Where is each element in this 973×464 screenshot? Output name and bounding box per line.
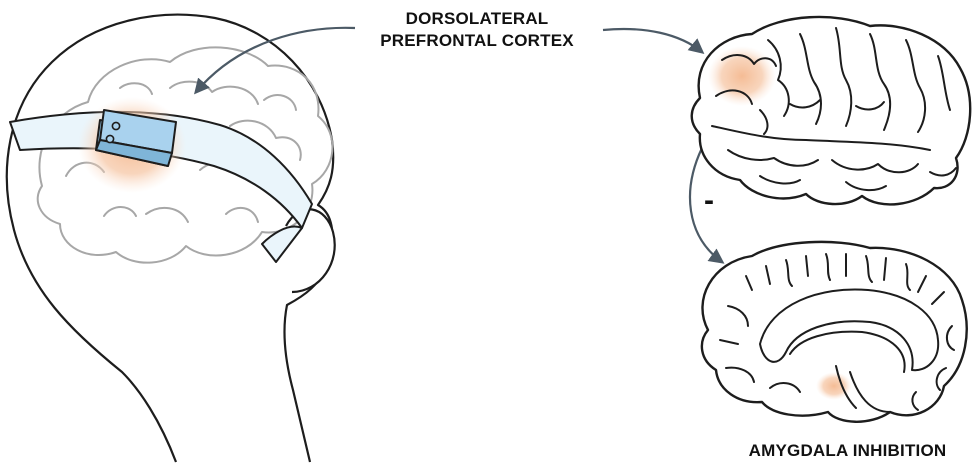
ear <box>286 209 335 292</box>
dlpfc-label: DORSOLATERAL PREFRONTAL CORTEX <box>362 8 592 52</box>
medial-brain-icon <box>702 242 967 422</box>
arrow-to-lateral-brain-icon <box>603 29 702 52</box>
device-button-icon <box>112 122 119 129</box>
amygdala-inhibition-label: AMYGDALA INHIBITION <box>725 440 970 462</box>
dlpfc-label-line1: DORSOLATERAL <box>362 8 592 30</box>
inhibition-sign: - <box>704 186 714 216</box>
dlpfc-label-line2: PREFRONTAL CORTEX <box>362 30 592 52</box>
device-button-icon <box>106 135 113 142</box>
lateral-brain-icon <box>692 17 970 204</box>
